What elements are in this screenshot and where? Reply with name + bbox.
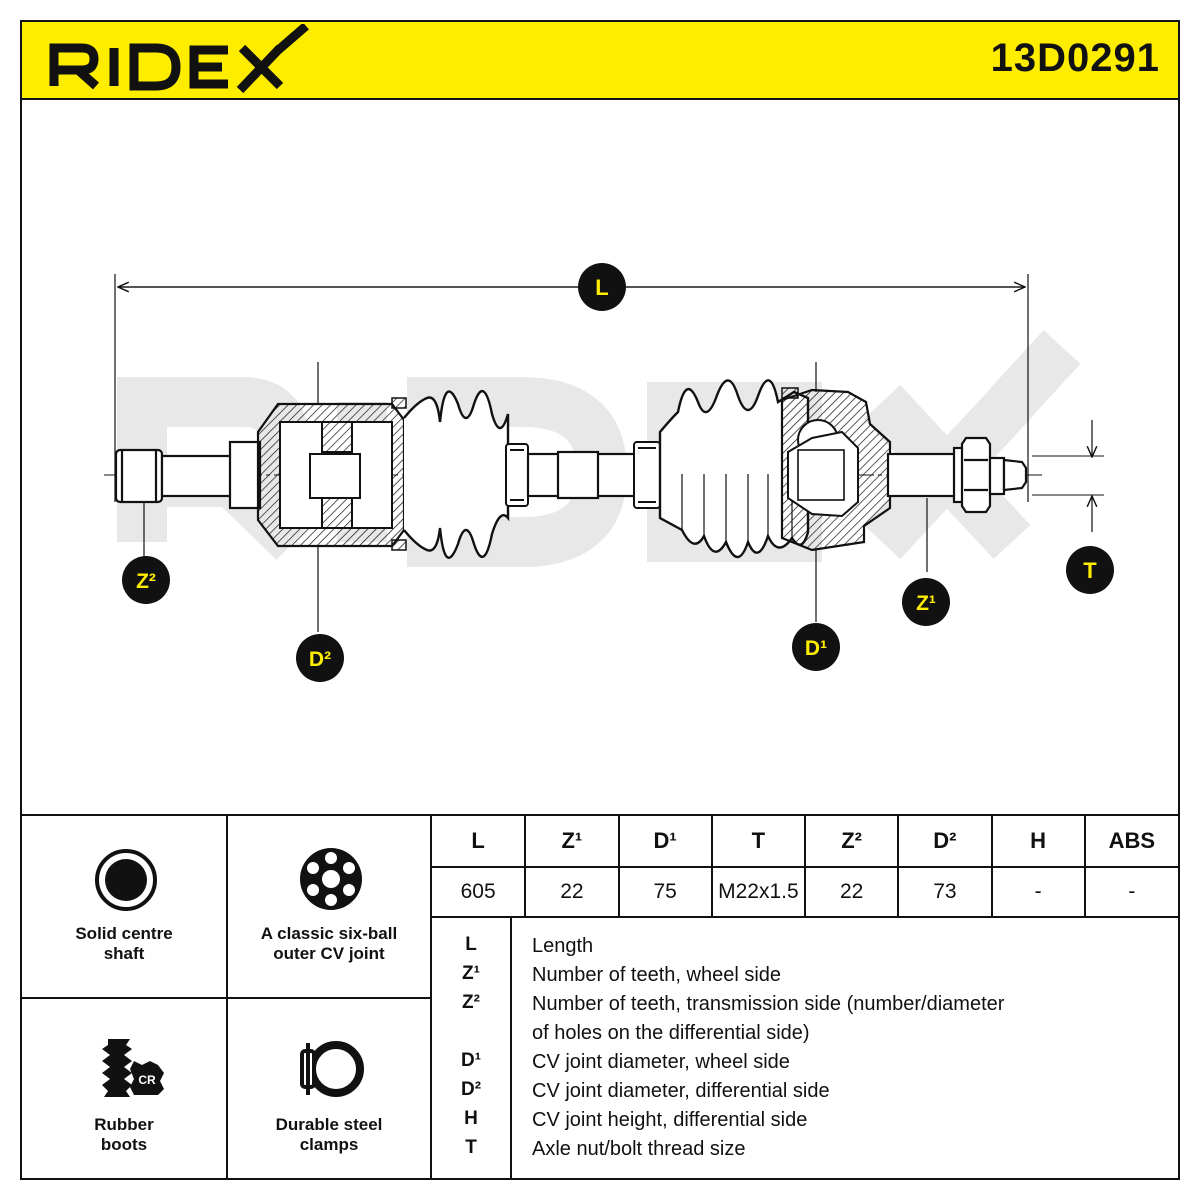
legend-text: CV joint diameter, differential side [532, 1080, 830, 1102]
legend-key: L [465, 934, 477, 955]
legend-text: CV joint height, differential side [532, 1109, 808, 1131]
header-bar: 13D0291 [22, 22, 1178, 100]
solid-shaft-icon [95, 849, 157, 911]
six-ball-joint-icon [300, 848, 362, 910]
legend-key: H [464, 1108, 478, 1129]
outer-boot-clamp [633, 441, 661, 509]
inner-boot-clamp [505, 443, 529, 507]
steel-clamp-icon [300, 1041, 364, 1097]
legend-text: Length [532, 935, 594, 957]
label-bubble-d1: D¹ [792, 623, 840, 671]
label-bubble-l: L [578, 263, 626, 311]
feature-rubber-boots: CR Rubber boots [22, 999, 228, 1180]
rubber-boot-icon: CR [102, 1039, 164, 1097]
svg-text:L: L [595, 275, 608, 300]
legend-text: Number of teeth, transmission side (numb… [532, 993, 1005, 1015]
svg-text:T: T [1083, 558, 1097, 583]
spec-header-cell: H [991, 816, 1086, 869]
legend-key: D² [460, 1079, 482, 1100]
svg-text:D²: D² [309, 648, 331, 671]
spec-header-cell: L [432, 816, 527, 869]
spec-table-header-row: L Z¹ D¹ T Z² D² H ABS [432, 816, 1178, 869]
label-bubble-z2: Z² [122, 556, 170, 604]
feature-six-ball-joint: A classic six-ball outer CV joint [228, 816, 432, 999]
outer-cv-joint [780, 387, 892, 552]
feature-solid-shaft: Solid centre shaft [22, 816, 228, 999]
inner-boot [403, 390, 510, 559]
spec-value-cell: 75 [618, 867, 713, 916]
driveshaft-drawing: L Z² D² D¹ Z¹ T [104, 263, 1114, 682]
part-number: 13D0291 [990, 36, 1160, 80]
legend-text: Axle nut/bolt thread size [532, 1138, 746, 1160]
spec-header-cell: T [711, 816, 807, 869]
legend-key: Z¹ [462, 963, 480, 984]
spec-value-cell: 605 [432, 867, 527, 916]
spec-value-cell: M22x1.5 [711, 867, 807, 916]
label-bubble-t: T [1066, 546, 1114, 594]
spec-value-cell: - [1128, 880, 1136, 903]
spec-header-cell: D² [898, 816, 993, 869]
legend-key: T [465, 1137, 477, 1158]
inner-spline-shaft [114, 440, 262, 510]
svg-text:Z¹: Z¹ [916, 592, 936, 615]
legend-text: of holes on the differential side) [532, 1022, 810, 1044]
legend-text: Number of teeth, wheel side [532, 964, 782, 986]
spec-header-cell: D¹ [618, 816, 713, 869]
legend-key: Z² [462, 992, 480, 1013]
label-bubble-d2: D² [296, 634, 344, 682]
legend-key: D¹ [460, 1050, 482, 1071]
spec-table-value-row: 605 22 75 M22x1.5 22 73 - - [432, 867, 1178, 916]
legend-text: CV joint diameter, wheel side [532, 1051, 790, 1073]
feature-steel-clamps: Durable steel clamps [228, 999, 432, 1180]
spec-header-cell: Z¹ [525, 816, 620, 869]
inner-cv-joint-housing [256, 397, 407, 551]
ridex-logo [49, 24, 309, 94]
spec-value-cell: - [991, 867, 1086, 916]
legend: L Z¹ Z² D¹ D² H T Length Number of teeth… [432, 916, 1178, 1180]
svg-text:D¹: D¹ [805, 637, 827, 660]
spec-value-cell: 22 [525, 867, 620, 916]
specification-panel: Solid centre shaft A classic six-ball ou… [22, 814, 1178, 1180]
outer-stub-axle [886, 436, 1028, 514]
centre-shaft [526, 450, 640, 500]
spec-value-cell: 73 [898, 867, 993, 916]
spec-value-cell: 22 [805, 867, 900, 916]
legend-keys: L Z¹ Z² D¹ D² H T [432, 918, 512, 1180]
product-sheet: 13D0291 [20, 20, 1180, 1180]
spec-header-cell: Z² [805, 816, 900, 869]
svg-text:Z²: Z² [136, 570, 156, 593]
label-bubble-z1: Z¹ [902, 578, 950, 626]
spec-table: L Z¹ D¹ T Z² D² H ABS 605 22 75 M22x1.5 … [432, 816, 1178, 916]
spec-header-cell: ABS [1084, 816, 1178, 869]
svg-text:CR: CR [138, 1073, 156, 1087]
technical-drawing: L Z² D² D¹ Z¹ T [22, 102, 1178, 814]
